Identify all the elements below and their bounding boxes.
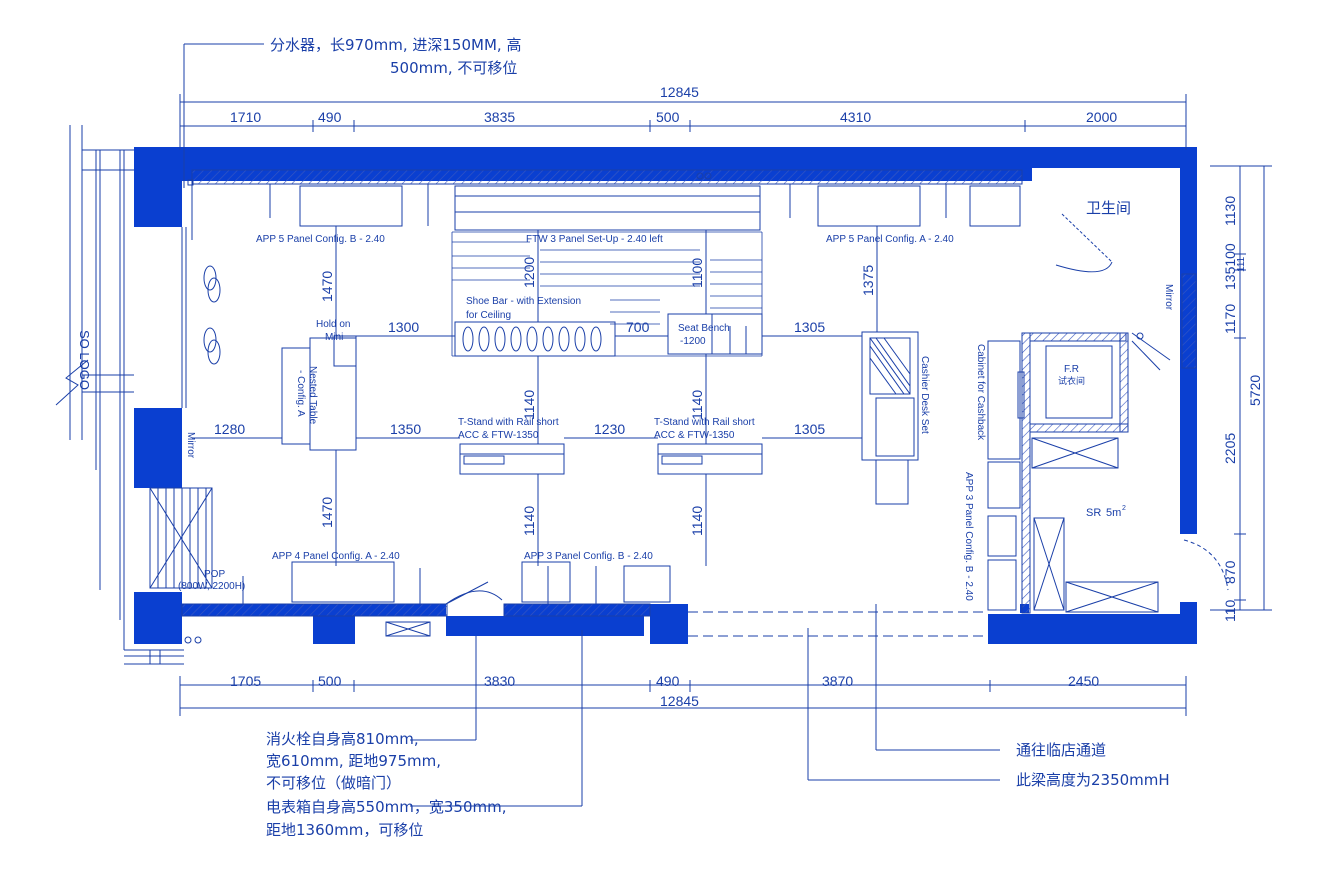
label-seat-2: -1200	[680, 336, 706, 347]
room-labels: 卫生间 SR 5m 2 F.R 试衣间	[1058, 199, 1131, 519]
wall-left-lower	[134, 592, 182, 644]
room-sr: SR	[1086, 507, 1101, 519]
so-logo-label: SO LOGO	[77, 330, 92, 390]
wall-left-upper	[134, 147, 182, 227]
label-mirror-left: Mirror	[185, 432, 196, 459]
dim-inner-1280: 1280	[214, 421, 245, 437]
dim-inner-1140d: 1140	[689, 506, 705, 536]
note-hydrant-line3: 不可移位（做暗门）	[266, 774, 401, 792]
label-nested-1: Nested Table	[307, 366, 318, 425]
label-holdon-1: Hold on	[316, 319, 350, 330]
label-app3b: APP 3 Panel Config. B - 2.40	[524, 551, 653, 562]
note-passage: 通往临店通道	[1016, 741, 1106, 759]
dim-right-4: 1170	[1222, 304, 1238, 334]
dim-right-2: 135100	[1222, 243, 1238, 290]
label-app4a: APP 4 Panel Config. A - 2.40	[272, 551, 400, 562]
dim-top-1: 1710	[230, 109, 261, 125]
label-tstand2-2: ACC & FTW-1350	[654, 430, 735, 441]
dim-right-5: 2205	[1222, 433, 1238, 464]
fixture-labels: APP 5 Panel Config. B - 2.40 APP 5 Panel…	[178, 234, 1174, 601]
label-app3b-vertical: APP 3 Panel Config. B - 2.40	[963, 472, 974, 601]
dim-right-7: 110	[1222, 599, 1238, 622]
label-ftw3: FTW 3 Panel Set-Up - 2.40 left	[526, 234, 663, 245]
shelving	[181, 169, 1197, 617]
room-fr: F.R	[1064, 364, 1079, 375]
dim-top-3: 3835	[484, 109, 515, 125]
note-water-manifold-line2: 500mm, 不可移位	[390, 59, 517, 77]
dim-top-2: 490	[318, 109, 342, 125]
dim-top-5: 4310	[840, 109, 871, 125]
facade-left	[55, 125, 221, 665]
wall-bottom-seg4	[650, 604, 688, 644]
annotations: 分水器，长970mm, 进深150MM, 高 500mm, 不可移位 消火栓自身…	[266, 36, 1170, 839]
dim-inner-1100: 1100	[689, 258, 705, 288]
room-sr-superscript: 2	[1122, 505, 1126, 512]
dim-inner-1305b: 1305	[794, 421, 825, 437]
dim-top-6: 2000	[1086, 109, 1117, 125]
dim-inner-1140a: 1140	[521, 390, 537, 420]
dimension-lines	[179, 43, 1272, 807]
dim-bottom-5: 3870	[822, 673, 853, 689]
label-tstand2-1: T-Stand with Rail short	[654, 417, 755, 428]
label-mirror-right: Mirror	[1163, 284, 1174, 311]
label-app5a: APP 5 Panel Config. A - 2.40	[826, 234, 954, 245]
dim-inner-1470a: 1470	[319, 271, 335, 302]
dim-right-total: 5720	[1247, 375, 1263, 406]
label-cashier: Cashier Desk Set	[919, 356, 930, 434]
label-cabinet: Cabinet for Cashback	[975, 344, 986, 441]
dim-bottom-3: 3830	[484, 673, 515, 689]
label-tstand1-2: ACC & FTW-1350	[458, 430, 539, 441]
note-meter-line2: 距地1360mm，可移位	[266, 821, 423, 839]
label-pop-2: (800W, 2200H)	[178, 581, 245, 592]
dim-bottom-4: 490	[656, 673, 680, 689]
dim-bottom-1: 1705	[230, 673, 261, 689]
dim-inner-1470b: 1470	[319, 497, 335, 528]
wall-bottom-right	[988, 614, 1197, 644]
dim-inner-1350: 1350	[390, 421, 421, 437]
label-tstand1-1: T-Stand with Rail short	[458, 417, 559, 428]
note-meter-line1: 电表箱自身高550mm，宽350mm,	[266, 798, 506, 816]
dim-inner-1305a: 1305	[794, 319, 825, 335]
dim-top-total: 12845	[660, 84, 699, 100]
note-beam: 此梁高度为2350mmH	[1016, 771, 1170, 789]
dim-inner-1140c: 1140	[521, 506, 537, 536]
room-wc: 卫生间	[1086, 199, 1131, 217]
label-shoebar-1: Shoe Bar - with Extension	[466, 296, 581, 307]
label-holdon-2: Mini	[325, 332, 343, 343]
note-water-manifold-line1: 分水器，长970mm, 进深150MM, 高	[270, 36, 521, 54]
dim-inner-1300: 1300	[388, 319, 419, 335]
wall-bottom-seg2	[446, 616, 644, 636]
room-sr-area: 5m	[1106, 507, 1121, 519]
room-fr-cn: 试衣间	[1058, 375, 1085, 387]
label-seat-1: Seat Bench	[678, 323, 730, 334]
dimension-texts: 12845 1710 490 3835 500 4310 2000 1705 5…	[214, 84, 1263, 709]
note-hydrant-line2: 宽610mm, 距地975mm,	[266, 752, 441, 770]
dim-inner-1230: 1230	[594, 421, 625, 437]
dim-bottom-2: 500	[318, 673, 342, 689]
dim-inner-1140b: 1140	[689, 390, 705, 420]
dim-right-3: 111	[1236, 256, 1247, 272]
label-shoebar-2: for Ceiling	[466, 310, 511, 321]
dim-inner-700: 700	[626, 319, 650, 335]
wall-left-mid	[134, 408, 182, 488]
note-hydrant-line1: 消火栓自身高810mm,	[266, 730, 419, 748]
dim-inner-1200: 1200	[521, 257, 537, 288]
label-pop-1: POP	[204, 569, 225, 580]
dim-top-4: 500	[656, 109, 680, 125]
label-app5b: APP 5 Panel Config. B - 2.40	[256, 234, 385, 245]
label-nested-2: - Config. A	[295, 370, 306, 417]
dim-right-6: 870	[1222, 560, 1238, 584]
dim-inner-1375: 1375	[860, 265, 876, 296]
dim-bottom-total: 12845	[660, 693, 699, 709]
dim-bottom-6: 2450	[1068, 673, 1099, 689]
fixtures	[184, 172, 1229, 644]
dim-right-1: 1130	[1222, 196, 1238, 226]
